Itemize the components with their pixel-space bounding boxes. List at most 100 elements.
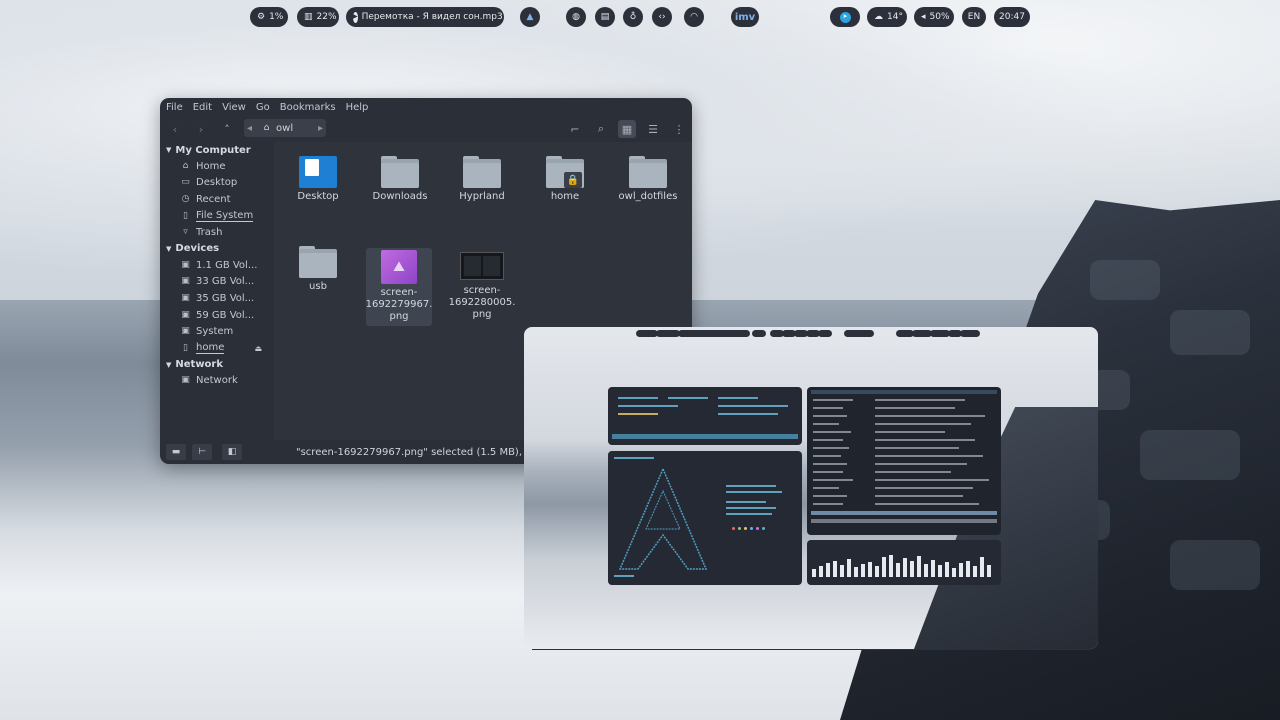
file-item-hyprland[interactable]: Hyprland <box>446 156 518 203</box>
music-button[interactable]: ◠ <box>684 7 704 27</box>
volume-widget[interactable]: ◂ 50% <box>914 7 954 27</box>
compact-icon: ⋮ <box>673 122 685 136</box>
sidebar-section-devices[interactable]: ▼ Devices <box>160 241 272 257</box>
mini-pill <box>930 330 950 337</box>
arch-launcher[interactable]: ▲ <box>520 7 540 27</box>
image-viewer-window[interactable] <box>524 327 1098 649</box>
telegram-tray[interactable]: ➤ <box>830 7 860 27</box>
speaker-icon: ◂ <box>921 11 926 22</box>
disk-icon: ▣ <box>181 292 190 303</box>
search-icon: ⌕ <box>597 122 605 135</box>
file-item-owl-dotfiles[interactable]: owl_dotfiles <box>612 156 684 203</box>
terminal-button[interactable]: ⌐ <box>566 120 584 138</box>
sidebar: ▼ My Computer ⌂Home ▭Desktop ◷Recent ▯Fi… <box>160 142 272 440</box>
weather-value: 14° <box>887 12 903 22</box>
list-icon: ☰ <box>648 122 658 136</box>
sidebar-item-label: 33 GB Vol... <box>196 276 255 288</box>
file-item-downloads[interactable]: Downloads <box>364 156 436 203</box>
sidebar-item-volume-3[interactable]: ▣ 35 GB Vol... <box>160 290 272 307</box>
path-next-button[interactable]: ▸ <box>317 122 323 134</box>
desktop-folder-icon <box>299 156 337 188</box>
cpu-widget[interactable]: ⚙ 1% <box>250 7 288 27</box>
file-label: owl_dotfiles <box>618 191 678 202</box>
files-button[interactable]: ▤ <box>595 7 615 27</box>
icon-view-button[interactable]: ▦ <box>618 120 636 138</box>
toolbar: ‹ › ˄ ◂ ⌂ owl ▸ ⌐ ⌕ ▦ ☰ ⋮ <box>160 116 692 142</box>
folder-icon <box>629 156 667 188</box>
file-label: screen- 1692279967. png <box>365 287 433 322</box>
mini-pill <box>896 330 914 337</box>
menu-help[interactable]: Help <box>345 101 369 113</box>
clock-widget[interactable]: 20:47 <box>994 7 1030 27</box>
file-item-screenshot-1[interactable]: ⛰ screen- 1692279967. png <box>366 248 432 326</box>
sidebar-item-desktop[interactable]: ▭Desktop <box>160 175 272 192</box>
folder-small-icon: ▬ <box>171 447 181 457</box>
sidebar-item-network[interactable]: ▣Network <box>160 373 272 390</box>
file-item-screenshot-2[interactable]: screen- 1692280005. png <box>446 248 518 321</box>
sidebar-item-volume-4[interactable]: ▣59 GB Vol... <box>160 307 272 324</box>
memory-icon: ▥ <box>304 11 313 22</box>
show-tree-button[interactable]: ⊢ <box>192 444 212 460</box>
file-item-desktop[interactable]: Desktop <box>282 156 354 203</box>
menu-bookmarks[interactable]: Bookmarks <box>279 101 336 113</box>
language-widget[interactable]: EN <box>962 7 986 27</box>
show-places-button[interactable]: ▬ <box>166 444 186 460</box>
mini-pill <box>782 330 796 337</box>
sidebar-item-file-system[interactable]: ▯File System <box>160 208 272 225</box>
sidebar-icon: ◧ <box>227 447 237 457</box>
sidebar-item-volume-1[interactable]: ▣1.1 GB Vol... <box>160 257 272 274</box>
lock-icon: 🔒 <box>564 172 582 188</box>
settings-button[interactable]: ♁ <box>623 7 643 27</box>
toggle-sidebar-button[interactable]: ◧ <box>222 444 242 460</box>
globe-icon: ◍ <box>572 11 580 22</box>
sidebar-item-trash[interactable]: ▿Trash <box>160 224 272 241</box>
sidebar-item-home[interactable]: ⌂Home <box>160 158 272 175</box>
eject-icon[interactable]: ⏏ <box>254 343 262 353</box>
weather-widget[interactable]: ☁ 14° <box>867 7 907 27</box>
chevron-down-icon: ▼ <box>166 244 172 253</box>
mini-terminal-fetch <box>608 451 802 585</box>
status-text: "screen-1692279967.png" selected (1.5 MB… <box>296 446 568 458</box>
play-icon[interactable]: ▶ <box>353 11 358 23</box>
media-widget[interactable]: ▶ Перемотка - Я видел сон.mp3 <box>346 7 504 27</box>
sidebar-section-my-computer[interactable]: ▼ My Computer <box>160 142 272 158</box>
menu-file[interactable]: File <box>166 101 183 113</box>
media-title: Перемотка - Я видел сон.mp3 <box>361 12 503 22</box>
menu-edit[interactable]: Edit <box>192 101 213 113</box>
folder-icon <box>299 246 337 278</box>
file-item-usb[interactable]: usb <box>282 246 354 293</box>
active-window-title[interactable]: imv <box>731 7 759 27</box>
forward-button[interactable]: › <box>192 120 210 138</box>
sidebar-item-system[interactable]: ▣System <box>160 323 272 340</box>
sidebar-item-label: 35 GB Vol... <box>196 292 255 304</box>
browser-button[interactable]: ◍ <box>566 7 586 27</box>
file-label: Hyprland <box>459 191 505 202</box>
mini-pill <box>794 330 808 337</box>
sidebar-section-network[interactable]: ▼ Network <box>160 357 272 373</box>
mini-pill <box>678 330 750 337</box>
status-bar: ▬ ⊢ ◧ "screen-1692279967.png" selected (… <box>160 440 692 464</box>
list-view-button[interactable]: ☰ <box>644 120 662 138</box>
sidebar-item-recent[interactable]: ◷Recent <box>160 191 272 208</box>
disk-icon: ▣ <box>181 259 190 270</box>
path-prev-button[interactable]: ◂ <box>247 122 253 134</box>
path-crumb[interactable]: ⌂ owl <box>255 123 315 134</box>
folder-icon <box>381 156 419 188</box>
code-button[interactable]: ‹› <box>652 7 672 27</box>
telegram-icon: ➤ <box>839 11 851 23</box>
back-button[interactable]: ‹ <box>166 120 184 138</box>
chevron-up-icon: ˄ <box>224 122 230 136</box>
menu-view[interactable]: View <box>222 101 246 113</box>
search-button[interactable]: ⌕ <box>592 120 610 138</box>
chevron-down-icon: ▼ <box>166 360 172 369</box>
up-button[interactable]: ˄ <box>218 120 236 138</box>
folder-icon: 🔒 <box>546 156 584 188</box>
path-bar[interactable]: ◂ ⌂ owl ▸ <box>244 119 326 137</box>
menu-go[interactable]: Go <box>255 101 270 113</box>
cpu-value: 1% <box>269 12 284 22</box>
sidebar-item-home-device[interactable]: ▯home⏏ <box>160 340 272 357</box>
memory-widget[interactable]: ▥ 22% <box>297 7 339 27</box>
file-item-home[interactable]: 🔒 home <box>529 156 601 203</box>
compact-view-button[interactable]: ⋮ <box>670 120 688 138</box>
sidebar-item-volume-2[interactable]: ▣33 GB Vol... <box>160 274 272 291</box>
